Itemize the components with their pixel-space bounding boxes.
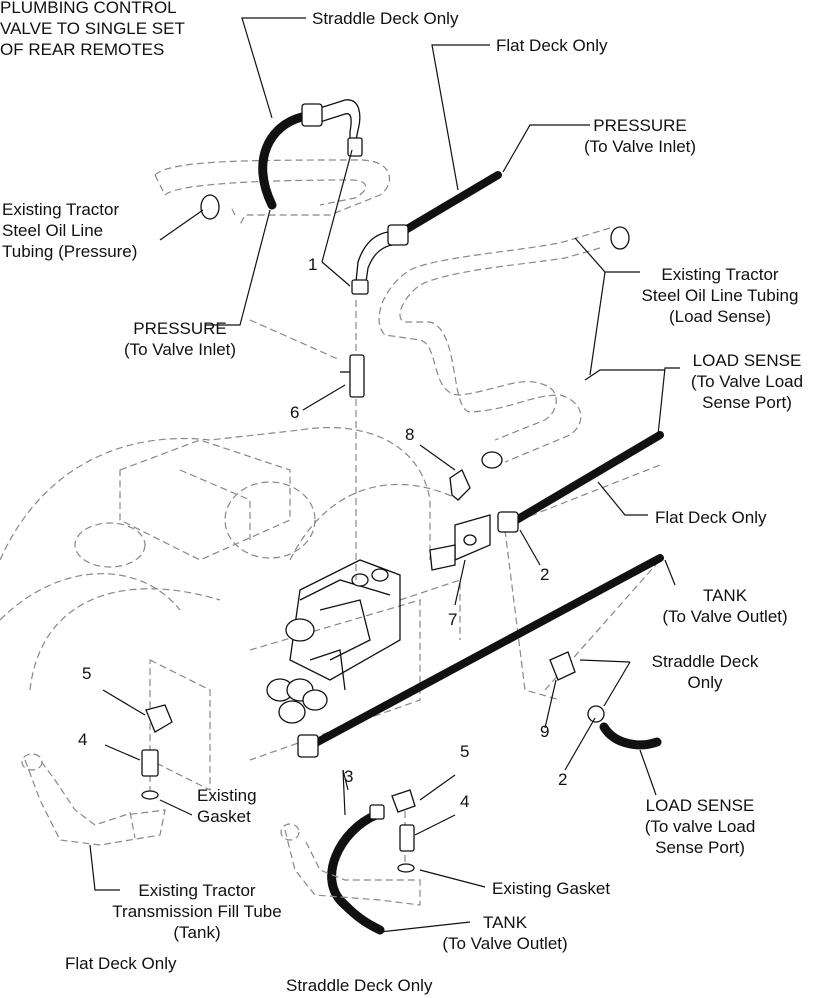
label-existing-gasket-right: Existing Gasket (492, 879, 611, 898)
label-straddle-deck-only-bottom: Straddle Deck Only (286, 976, 433, 995)
control-valve (266, 559, 401, 724)
label-fill-tube: Existing Tractor Transmission Fill Tube … (112, 881, 282, 942)
label-flat-deck-only-mid: Flat Deck Only (655, 508, 767, 527)
steel-line-fittings (301, 99, 409, 295)
callout-6: 6 (290, 403, 300, 422)
tractor-outline (0, 426, 461, 791)
callout-1: 1 (308, 255, 318, 274)
label-existing-tubing-load-sense: Existing Tractor Steel Oil Line Tubing (… (641, 265, 799, 326)
fill-tube-right (280, 823, 421, 906)
label-tank-right: TANK (To Valve Outlet) (662, 586, 788, 626)
diagram-title: PLUMBING CONTROL VALVE TO SINGLE SET OF … (0, 0, 185, 59)
callout-3: 3 (344, 767, 354, 786)
label-existing-tubing-pressure: Existing Tractor Steel Oil Line Tubing (… (2, 200, 138, 261)
callout-8: 8 (405, 425, 415, 444)
adapter-fittings (141, 354, 605, 873)
fill-tube-left (21, 753, 166, 846)
label-load-sense-top: LOAD SENSE (To Valve Load Sense Port) (690, 351, 804, 412)
callout-5-right: 5 (460, 742, 470, 761)
callout-2-upper: 2 (540, 565, 550, 584)
label-pressure-left: PRESSURE (To Valve Inlet) (123, 319, 237, 359)
callout-2-lower: 2 (558, 770, 568, 789)
callout-4-right: 4 (460, 792, 470, 811)
label-existing-gasket-left: Existing Gasket (197, 786, 257, 826)
label-straddle-deck-only-mid: Straddle Deck Only (651, 652, 759, 692)
label-straddle-deck-only-top: Straddle Deck Only (312, 9, 459, 28)
label-pressure-right: PRESSURE (To Valve Inlet) (583, 116, 697, 156)
callout-5-left: 5 (82, 664, 92, 683)
steel-tubing-load-sense (378, 226, 630, 463)
label-flat-deck-only-top: Flat Deck Only (496, 36, 608, 55)
callout-7: 7 (448, 610, 458, 629)
callout-9: 9 (540, 722, 550, 741)
label-tank-bottom: TANK (To Valve Outlet) (442, 913, 568, 953)
steel-tubing-pressure (154, 159, 390, 226)
leader-lines (89, 17, 680, 933)
hoses (258, 112, 664, 935)
callout-4-left: 4 (78, 730, 88, 749)
label-load-sense-bottom: LOAD SENSE (To valve Load Sense Port) (644, 796, 756, 857)
label-flat-deck-only-bottom: Flat Deck Only (65, 954, 177, 973)
